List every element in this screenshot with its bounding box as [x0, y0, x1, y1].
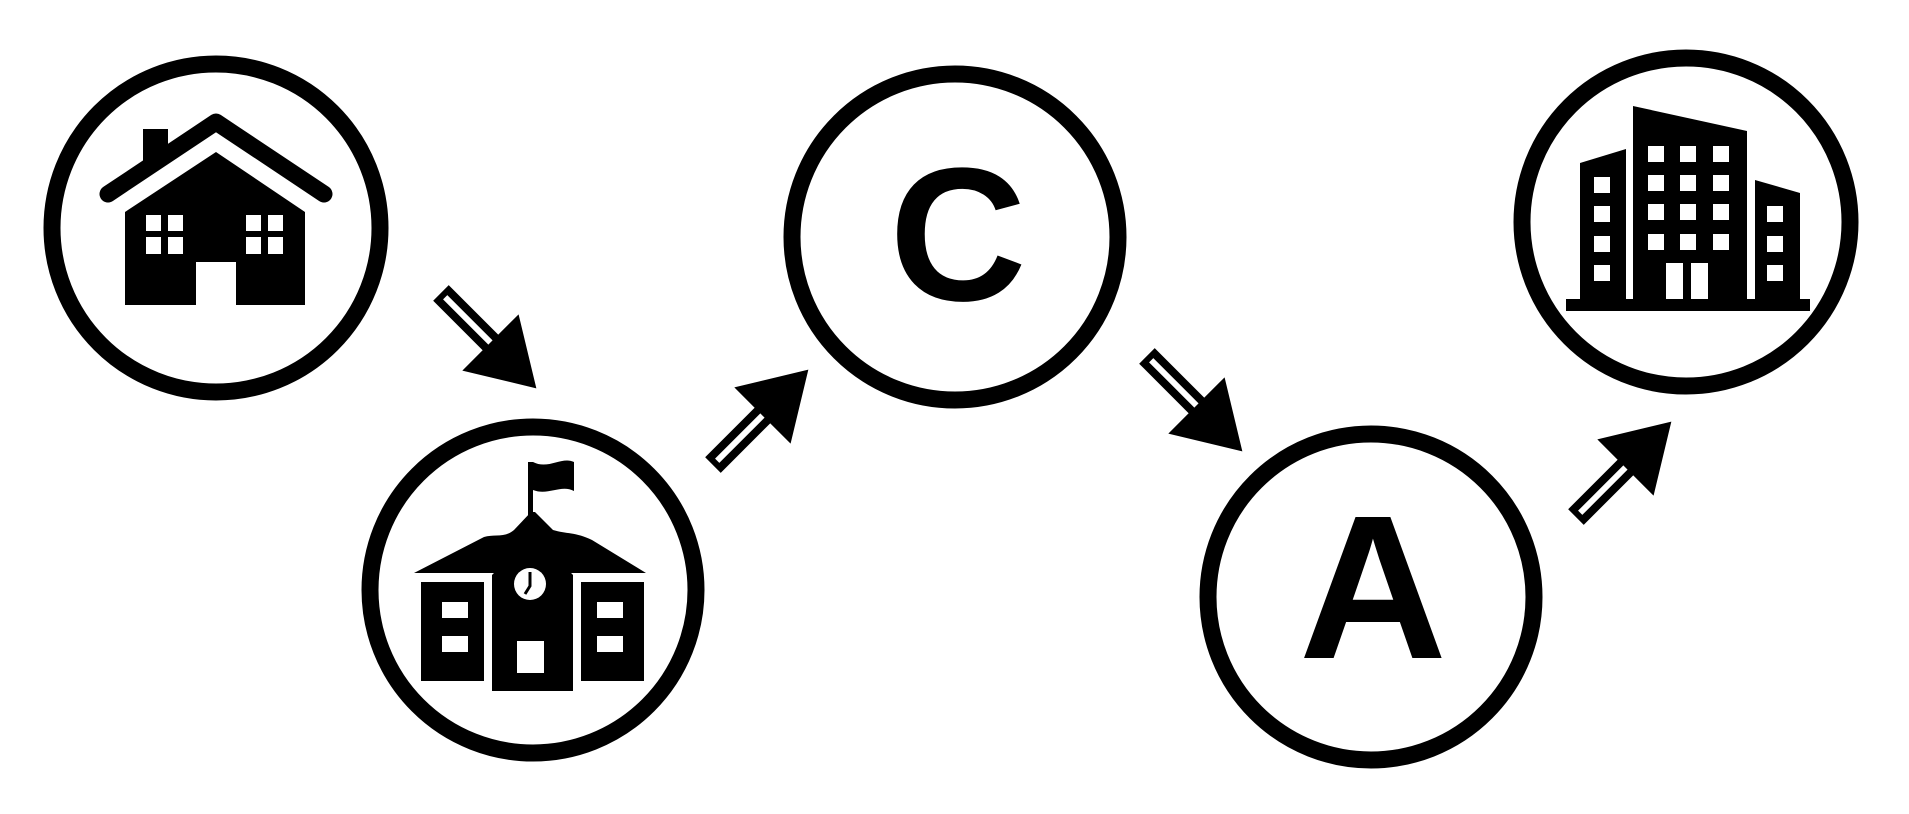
house-icon [99, 113, 333, 305]
node-c-label: C [889, 129, 1026, 341]
school-building-icon [414, 460, 646, 691]
arrow-school-to-c [685, 343, 835, 493]
node-school [361, 418, 705, 762]
arrow-c-to-a [1119, 328, 1269, 478]
node-c: C [783, 65, 1127, 409]
node-a: A [1199, 425, 1543, 769]
arrow-a-to-office [1548, 395, 1698, 545]
a-circle [1199, 425, 1543, 769]
node-office [1513, 49, 1859, 395]
office-buildings-icon [1566, 106, 1810, 311]
c-circle [783, 65, 1127, 409]
node-a-label: A [1299, 473, 1447, 702]
arrow-home-to-school [413, 265, 563, 415]
node-home [43, 55, 389, 401]
